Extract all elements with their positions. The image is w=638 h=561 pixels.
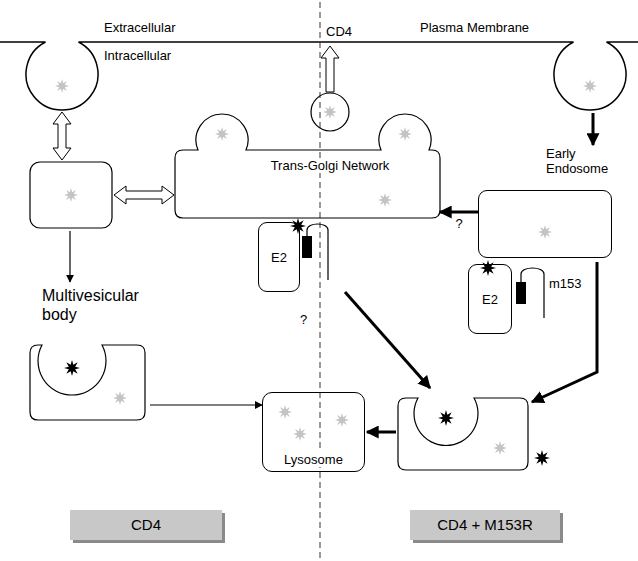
early-endosome: Early Endosome: [478, 146, 612, 258]
cd4-marker: [398, 127, 412, 141]
question-mark: ?: [454, 216, 463, 231]
node-text: Early Endosome: [546, 146, 612, 176]
ubiquitin-star: [480, 260, 496, 276]
node-text: CD4: [131, 516, 161, 534]
ubiquitin-star: [534, 450, 550, 466]
pathway-arrow: [69, 231, 70, 282]
ubiquitin-star: [438, 410, 454, 426]
node-text: CD4 + M153R: [437, 516, 532, 534]
question-mark: ?: [300, 312, 307, 327]
pathway-arrow: [532, 262, 597, 402]
vesicle: [311, 93, 349, 131]
hollow-arrow: [321, 46, 339, 92]
cd4-marker: [215, 127, 229, 141]
golgi-outline: [175, 114, 440, 218]
ubiquitin-star: [290, 218, 306, 234]
multivesicular-body: Multivesicular body: [30, 286, 150, 422]
region-label: Extracellular: [104, 20, 176, 35]
pathway-arrow: [592, 113, 595, 145]
cd4-marker: [55, 79, 69, 93]
pathway-arrow: [345, 292, 430, 388]
arrow-connector: [150, 404, 262, 405]
cd4-marker: [583, 79, 597, 93]
hollow-arrow: [114, 186, 174, 204]
node-text: Lysosome: [282, 452, 345, 467]
multivesicular-body: [398, 398, 528, 470]
membrane-label: Plasma Membrane: [420, 20, 529, 35]
ubiquitin-star: [64, 360, 80, 376]
m153-block: [516, 282, 526, 304]
mvb-outline: [30, 345, 145, 420]
pathway-arrow: [367, 431, 396, 434]
cd4-marker: [113, 391, 127, 405]
node-text: Multivesicular body: [42, 286, 157, 324]
arrow-connector: [440, 211, 478, 214]
hollow-arrow: [53, 112, 71, 160]
m153-block: [302, 236, 312, 258]
e2-enzyme: E2: [468, 264, 512, 334]
golgi-compartment: Trans-Golgi Network: [175, 112, 440, 218]
region-label: Intracellular: [104, 48, 171, 63]
cd4-marker: [493, 441, 507, 455]
endosome: [30, 162, 112, 228]
protein-label: CD4: [326, 24, 352, 39]
protein-label: m153: [549, 276, 582, 291]
node-text: E2: [482, 292, 498, 307]
cd4-marker: [538, 225, 552, 239]
lysosome: Lysosome: [262, 392, 365, 472]
cd4-marker: [293, 427, 307, 441]
node-text: Trans-Golgi Network: [269, 158, 392, 173]
condition-box: CD4 + M153R: [410, 510, 560, 540]
cd4-marker: [323, 105, 337, 119]
e2-enzyme: E2: [258, 222, 300, 292]
cd4-marker: [64, 188, 78, 202]
cd4-marker: [378, 193, 392, 207]
divider-line: [320, 2, 321, 559]
cd4-marker: [335, 413, 349, 427]
node-text: E2: [271, 250, 287, 265]
plasma-membrane: [0, 42, 638, 110]
endosome-outline: [478, 190, 612, 258]
cd4-marker: [278, 405, 292, 419]
condition-box: CD4: [70, 510, 222, 540]
